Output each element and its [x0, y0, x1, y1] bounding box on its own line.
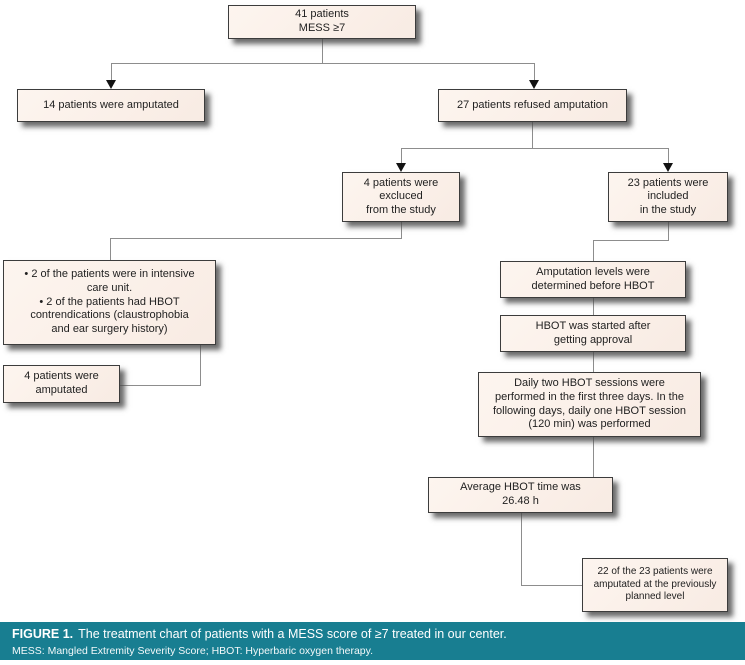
- node-text-line: 4 patients were: [363, 176, 439, 189]
- node-text-line: included: [647, 190, 689, 203]
- connector-line: [521, 585, 583, 586]
- connector-line: [401, 148, 669, 149]
- node-text-line: 22 of the 23 patients were: [597, 566, 713, 578]
- node-amputated-4: 4 patients were amputated: [3, 365, 120, 403]
- arrow-down-icon: [663, 163, 673, 172]
- node-text-line: excluced: [379, 190, 423, 203]
- node-excluded-4: 4 patients were excluced from the study: [342, 172, 460, 222]
- connector-line: [322, 39, 323, 63]
- node-text-line: 23 patients were: [627, 176, 709, 189]
- node-hbot-started: HBOT was started after getting approval: [500, 315, 686, 352]
- arrow-down-icon: [106, 80, 116, 89]
- node-text-line: 26.48 h: [502, 495, 539, 507]
- figure-caption-text: The treatment chart of patients with a M…: [78, 627, 507, 641]
- connector-line: [401, 148, 402, 164]
- node-average-hbot-time: Average HBOT time was 26.48 h: [428, 477, 613, 513]
- node-refused-amputation-27: 27 patients refused amputation: [438, 89, 627, 122]
- node-text-line: Daily two HBOT sessions were: [514, 377, 665, 390]
- node-text-line: getting approval: [553, 333, 633, 346]
- connector-line: [668, 148, 669, 164]
- node-amputation-levels: Amputation levels were determined before…: [500, 261, 686, 298]
- node-amputated-14: 14 patients were amputated: [17, 89, 205, 122]
- node-text-line: amputated at the previously: [593, 578, 717, 590]
- node-text-line: 27 patients refused amputation: [456, 98, 609, 111]
- node-text-line: (120 min) was performed: [528, 418, 651, 431]
- node-text-line: MESS ≥7: [298, 22, 346, 34]
- figure-label: FIGURE 1.: [12, 627, 74, 641]
- connector-line: [110, 238, 402, 239]
- node-text-line: care unit.: [86, 282, 133, 295]
- figure-caption-footnote: MESS: Mangled Extremity Severity Score; …: [12, 644, 374, 657]
- connector-line: [111, 63, 112, 81]
- connector-line: [120, 385, 201, 386]
- connector-line: [593, 240, 594, 261]
- node-exclusion-reasons: • 2 of the patients were in intensive ca…: [3, 260, 216, 345]
- node-text-line: Amputation levels were: [536, 265, 650, 278]
- connector-line: [593, 352, 594, 372]
- connector-line: [110, 238, 111, 260]
- figure-caption-title: FIGURE 1. The treatment chart of patients…: [12, 627, 733, 643]
- connector-line: [401, 222, 402, 238]
- node-text-line: 4 patients were: [24, 370, 99, 383]
- node-text-line: Average HBOT time was: [460, 481, 581, 494]
- node-total-patients: 41 patients MESS ≥7: [228, 5, 416, 39]
- connector-line: [111, 63, 535, 64]
- node-text-line: in the study: [639, 203, 697, 216]
- node-text-line: 41 patients: [295, 8, 349, 21]
- node-text-line: planned level: [625, 591, 685, 603]
- node-text-line: and ear surgery history): [51, 322, 168, 335]
- node-text-line: • 2 of the patients had HBOT: [39, 295, 180, 308]
- connector-line: [593, 298, 594, 315]
- node-text-line: determined before HBOT: [531, 279, 655, 292]
- connector-line: [521, 513, 522, 585]
- node-text-line: 14 patients were amputated: [43, 98, 179, 111]
- node-text-line: following days, daily one HBOT session: [492, 404, 686, 417]
- connector-line: [200, 345, 201, 386]
- connector-line: [532, 122, 533, 148]
- node-hbot-sessions: Daily two HBOT sessions were performed i…: [478, 372, 701, 437]
- connector-line: [593, 240, 669, 241]
- node-text-line: performed in the first three days. In th…: [495, 390, 684, 403]
- connector-line: [593, 437, 594, 477]
- connector-line: [668, 222, 669, 240]
- node-text-line: contrendications (claustrophobia: [30, 309, 189, 322]
- node-included-23: 23 patients were included in the study: [608, 172, 728, 222]
- node-text-line: from the study: [366, 203, 436, 216]
- node-text-line: amputated: [35, 384, 88, 396]
- arrow-down-icon: [529, 80, 539, 89]
- node-text-line: HBOT was started after: [535, 319, 651, 332]
- arrow-down-icon: [396, 163, 406, 172]
- connector-line: [534, 63, 535, 81]
- node-text-line: • 2 of the patients were in intensive: [24, 268, 195, 281]
- figure-caption-bar: FIGURE 1. The treatment chart of patients…: [0, 622, 745, 660]
- node-outcome: 22 of the 23 patients were amputated at …: [582, 558, 728, 612]
